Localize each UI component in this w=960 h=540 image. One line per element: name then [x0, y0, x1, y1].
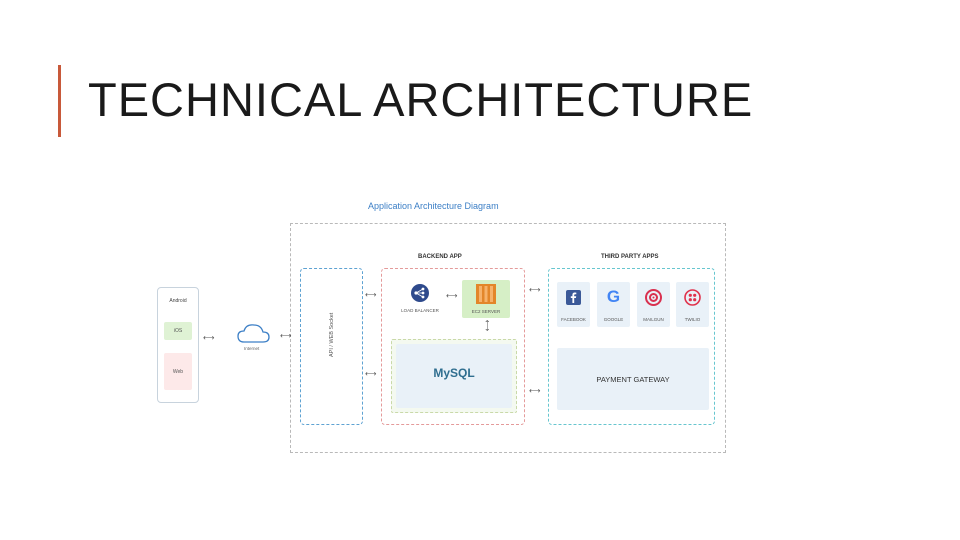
diagram-title: Application Architecture Diagram [368, 201, 499, 211]
arrow-internet-api: ⟷ [280, 331, 292, 340]
arrow-api-database: ⟷ [365, 369, 377, 378]
arrow-backend-payment: ⟷ [529, 386, 541, 395]
database-container: MySQL [391, 339, 517, 413]
arrow-clients-internet: ⟷ [203, 333, 215, 342]
twilio-icon [684, 289, 701, 306]
mailgun-icon [645, 289, 662, 306]
client-android-label: Android [169, 298, 187, 304]
client-devices-panel: Android iOS Web [157, 287, 199, 403]
mailgun-label: MAILGUN [643, 317, 664, 322]
ec2-server-icon [476, 284, 496, 304]
ec2-server-label: EC2 SERVER [471, 309, 501, 314]
backend-app-box: LOAD BALANCER ⟷ EC2 SERVER ⟷ MySQL [381, 268, 525, 425]
load-balancer-tile: LOAD BALANCER [396, 281, 444, 317]
load-balancer-icon [411, 284, 429, 302]
mysql-logo: MySQL [433, 366, 475, 380]
arrow-api-loadbalancer: ⟷ [365, 290, 377, 299]
client-ios-label: iOS [173, 328, 183, 334]
google-label: GOOGLE [603, 317, 624, 322]
mailgun-tile: MAILGUN [637, 282, 670, 327]
client-ios-box: iOS [164, 322, 192, 340]
facebook-icon [566, 290, 581, 305]
title-accent-bar [58, 65, 61, 137]
payment-gateway-tile: PAYMENT GATEWAY [557, 348, 709, 410]
google-tile: G GOOGLE [597, 282, 630, 327]
facebook-tile: FACEBOOK [557, 282, 590, 327]
internet-label: Internet [244, 346, 260, 351]
third-party-title: THIRD PARTY APPS [601, 254, 659, 260]
api-websocket-box: API / WEB Socket [300, 268, 363, 425]
backend-title: BACKEND APP [418, 254, 462, 260]
client-web-label: Web [172, 368, 184, 375]
facebook-label: FACEBOOK [561, 317, 586, 322]
load-balancer-label: LOAD BALANCER [401, 308, 439, 313]
twilio-label: TWILIO [684, 317, 701, 322]
cloud-icon [237, 324, 270, 343]
arrow-ec2-database: ⟷ [483, 319, 493, 332]
arrow-lb-ec2: ⟷ [446, 291, 458, 300]
database-tile: MySQL [396, 344, 512, 408]
slide-title: TECHNICAL ARCHITECTURE [88, 73, 754, 126]
api-websocket-label: API / WEB Socket [329, 312, 335, 357]
twilio-tile: TWILIO [676, 282, 709, 327]
diagram-frame [290, 223, 726, 453]
third-party-apps-box: FACEBOOK G GOOGLE MAILGUN TWILIO PAYMENT… [548, 268, 715, 425]
ec2-server-tile: EC2 SERVER [462, 280, 510, 318]
arrow-backend-thirdparty: ⟷ [529, 285, 541, 294]
client-web-box: Web [164, 353, 192, 390]
payment-gateway-label: PAYMENT GATEWAY [596, 375, 670, 384]
google-icon: G [606, 287, 621, 306]
